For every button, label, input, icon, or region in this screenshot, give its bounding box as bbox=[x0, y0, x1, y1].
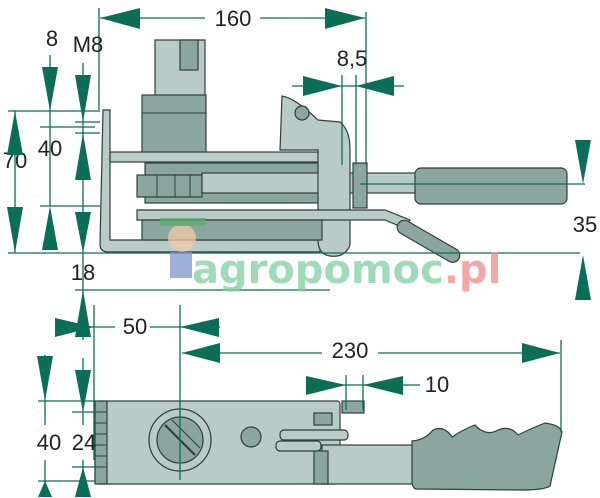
dim-35-label: 35 bbox=[573, 212, 597, 237]
dim-18-label: 18 bbox=[71, 260, 95, 285]
dim-160-label: 160 bbox=[215, 6, 252, 31]
housing bbox=[141, 94, 207, 156]
bottom-handle-grip bbox=[411, 422, 563, 491]
ratchet bbox=[136, 174, 203, 198]
dim-24-label: 24 bbox=[72, 430, 96, 455]
serrated-edge bbox=[94, 400, 108, 485]
shaft bbox=[321, 444, 418, 485]
dim-8-label: 8 bbox=[46, 26, 58, 51]
top-view-dimensions: 160 8,5 8 M8 40 70 18 35 bbox=[3, 6, 597, 340]
watermark-text: agropomoc bbox=[192, 247, 444, 293]
dim-10-label: 10 bbox=[425, 372, 449, 397]
dim-40-label: 40 bbox=[38, 136, 62, 161]
dim-8-5-label: 8,5 bbox=[337, 46, 368, 71]
top-view-part bbox=[99, 39, 568, 263]
dim-m8-label: M8 bbox=[73, 32, 104, 57]
bottom-view-part bbox=[94, 400, 563, 491]
dim-230-label: 230 bbox=[332, 338, 369, 363]
watermark-line: agropomoc.pl bbox=[192, 247, 501, 293]
dim-50-label: 50 bbox=[123, 314, 147, 339]
watermark: agropomoc.pl bbox=[160, 218, 501, 293]
handle-grip bbox=[414, 167, 568, 205]
dim-40-bottom-label: 40 bbox=[37, 430, 61, 455]
watermark-suffix: .pl bbox=[444, 247, 502, 293]
hole bbox=[240, 426, 262, 448]
bottom-view-dimensions: 50 230 10 40 24 bbox=[37, 305, 562, 497]
rod bbox=[201, 172, 418, 194]
